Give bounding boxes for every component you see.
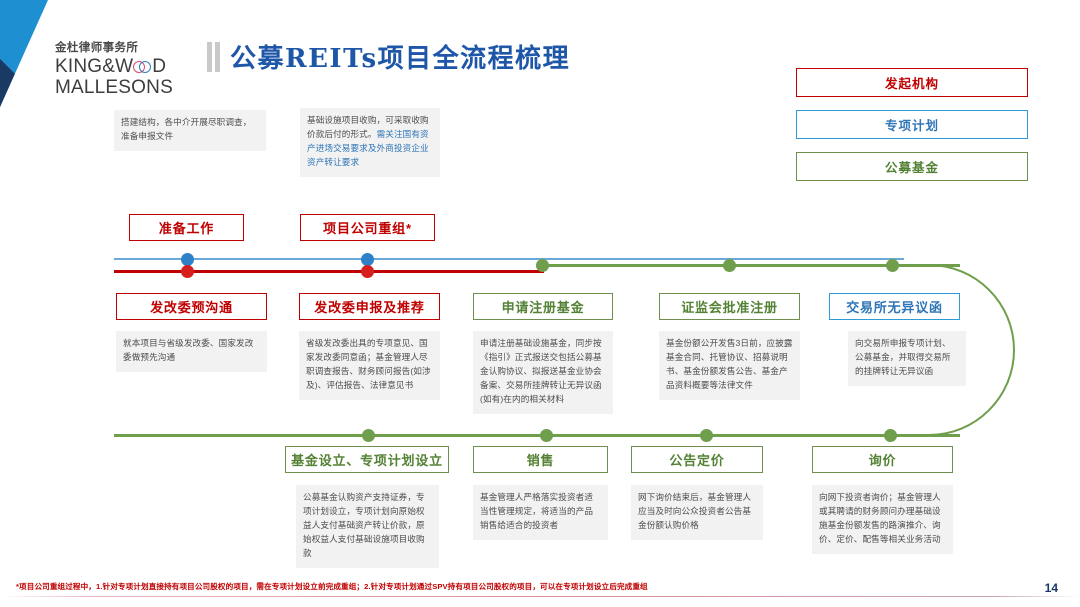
timeline-dot-red-1: [181, 265, 194, 278]
logo-en-head: KING&W: [55, 55, 134, 77]
milestone-project-restructuring[interactable]: 项目公司重组*: [300, 214, 435, 241]
stage-csrc-approval[interactable]: 证监会批准注册: [659, 293, 800, 320]
title-accent-bars-icon: [207, 41, 220, 72]
top-note-restructuring-plain: 基础设施项目收购，可采取收购价款后付的形式。: [307, 115, 429, 139]
timeline-track-fund-bottom: [114, 434, 960, 437]
legend: 发起机构 专项计划 公募基金: [796, 68, 1028, 194]
stage-sales-desc: 基金管理人严格落实投资者适当性管理规定，将适当的产品销售给适合的投资者: [473, 485, 608, 540]
stage-price-announcement-desc: 网下询价结束后，基金管理人应当及时向公众投资者公告基金份额认购价格: [631, 485, 763, 540]
legend-item-sponsor[interactable]: 发起机构: [796, 68, 1028, 97]
stage-fund-and-plan-establishment[interactable]: 基金设立、专项计划设立: [285, 446, 449, 473]
timeline-track-sponsor: [114, 270, 544, 273]
timeline-dot-green-2: [723, 259, 736, 272]
top-note-restructuring: 基础设施项目收购，可采取收购价款后付的形式。需关注国有资产进场交易要求及外商投资…: [300, 108, 440, 177]
stage-ndrc-precommunication-desc: 就本项目与省级发改委、国家发改委做预先沟通: [116, 331, 267, 372]
logo-english-line1: KING&W D: [55, 56, 185, 77]
stage-ndrc-precommunication[interactable]: 发改委预沟通: [116, 293, 267, 320]
stage-fund-registration-application[interactable]: 申请注册基金: [473, 293, 613, 320]
footnote: *项目公司重组过程中，1.针对专项计划直接持有项目公司股权的项目，需在专项计划设…: [16, 582, 648, 592]
timeline-track-abs-plan: [114, 258, 904, 261]
stage-price-announcement[interactable]: 公告定价: [631, 446, 763, 473]
stage-fund-and-plan-establishment-desc: 公募基金认购资产支持证券，专项计划设立，专项计划向原始权益人支付基础资产转让价款…: [296, 485, 439, 568]
page-title-text: 公募REITs项目全流程梳理: [230, 44, 571, 74]
stage-csrc-approval-desc: 基金份额公开发售3日前，应披露基金合同、托管协议、招募说明书、基金份额发售公告、…: [659, 331, 800, 400]
page-number: 14: [1044, 581, 1058, 595]
timeline-dot-green-4: [362, 429, 375, 442]
logo-english-line2: MALLESONS: [55, 77, 173, 99]
stage-fund-registration-application-desc: 申请注册基础设施基金，同步按《指引》正式报送交包括公募基金认购协议、拟报送基金业…: [473, 331, 613, 414]
timeline-dot-red-2: [361, 265, 374, 278]
top-note-restructuring-highlight: 需关注国有资产进场交易要求及外商投资企业资产转让要求: [307, 128, 429, 167]
stage-book-building[interactable]: 询价: [812, 446, 953, 473]
stage-sales[interactable]: 销售: [473, 446, 608, 473]
stage-exchange-no-objection-letter-desc: 向交易所申报专项计划、公募基金，并取得交易所的挂牌转让无异议函: [848, 331, 966, 386]
stage-ndrc-filing-recommendation-desc: 省级发改委出具的专项意见、国家发改委同意函；基金管理人尽职调查报告、财务顾问报告…: [299, 331, 440, 400]
stage-book-building-desc: 向网下投资者询价；基金管理人或其聘请的财务顾问办理基础设施基金份额发售的路演推介…: [812, 485, 953, 554]
stage-exchange-no-objection-letter[interactable]: 交易所无异议函: [829, 293, 960, 320]
timeline-dot-green-7: [884, 429, 897, 442]
timeline-dot-green-5: [540, 429, 553, 442]
top-note-preparation: 搭建结构，各中介开展尽职调查，准备申报文件: [114, 110, 266, 151]
milestone-preparation[interactable]: 准备工作: [129, 214, 244, 241]
timeline-dot-green-1: [536, 259, 549, 272]
logo-chinese-name: 金杜律师事务所: [55, 42, 139, 54]
logo-en-tail: D: [152, 55, 167, 77]
kwm-logo: 金杜律师事务所 KING&W D MALLESONS: [55, 42, 185, 98]
stage-ndrc-filing-recommendation[interactable]: 发改委申报及推荐: [299, 293, 440, 320]
timeline-track-fund-top: [540, 264, 960, 267]
footer-divider: [0, 596, 1080, 597]
legend-item-fund[interactable]: 公募基金: [796, 152, 1028, 181]
timeline-dot-blue-2: [361, 253, 374, 266]
timeline-dot-green-6: [700, 429, 713, 442]
legend-item-abs-plan[interactable]: 专项计划: [796, 110, 1028, 139]
timeline-dot-blue-1: [181, 253, 194, 266]
timeline-dot-green-3: [886, 259, 899, 272]
page-title: 公募REITs项目全流程梳理: [207, 38, 570, 75]
corner-decoration: [0, 0, 48, 107]
logo-double-o-icon: [133, 59, 152, 74]
